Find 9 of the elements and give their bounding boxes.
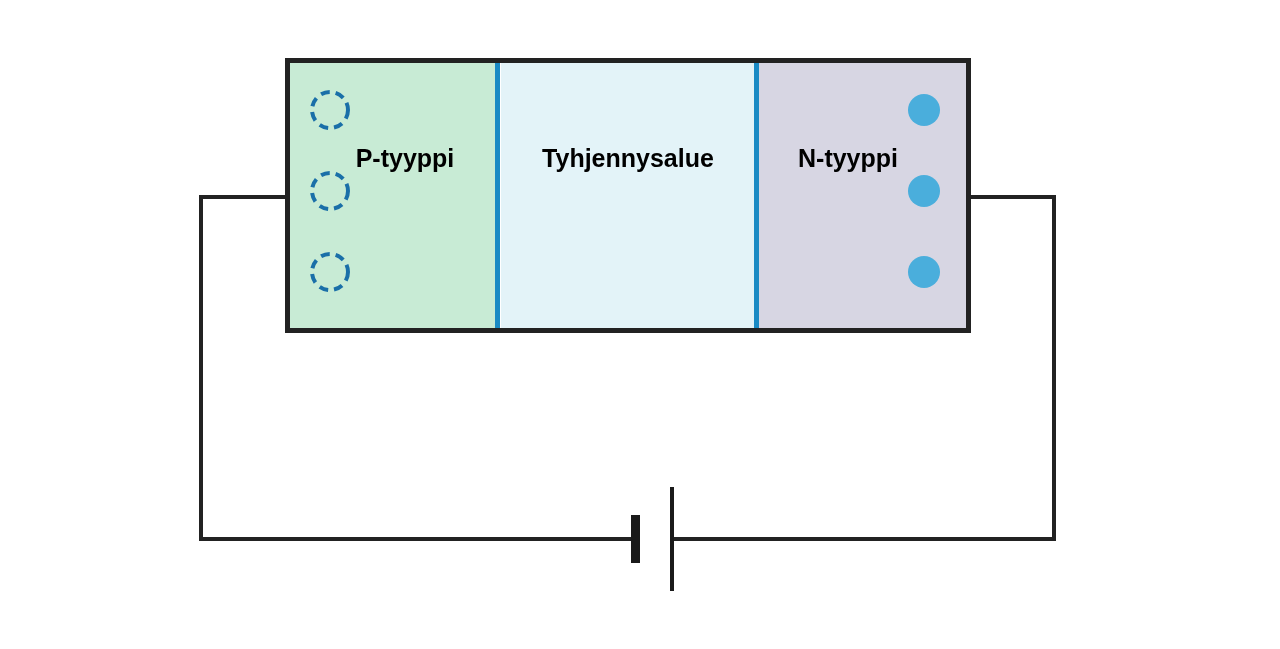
p-region — [290, 63, 498, 328]
wire — [674, 195, 1056, 541]
wire — [199, 195, 632, 541]
region-label: P-tyyppi — [355, 143, 455, 174]
diode-box — [285, 58, 971, 333]
region-label: N-tyyppi — [798, 143, 898, 174]
region-label: Tyhjennysalue — [542, 143, 714, 174]
depletion-region — [501, 63, 755, 328]
n-region — [758, 63, 966, 328]
